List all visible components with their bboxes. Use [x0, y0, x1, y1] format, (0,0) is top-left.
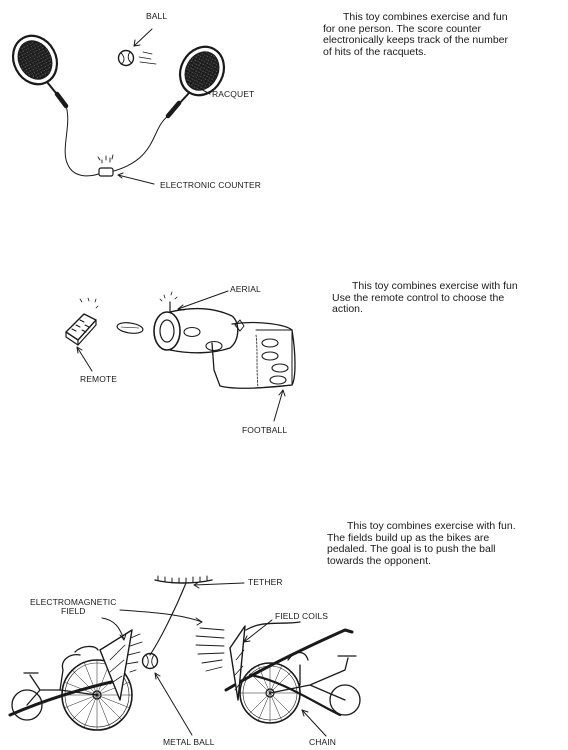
- metal-ball-icon: [141, 652, 159, 670]
- chain-label: CHAIN: [309, 737, 336, 747]
- football-label: FOOTBALL: [242, 425, 288, 435]
- racquet-toy-description: This toy combines exercise and fun for o…: [323, 11, 509, 58]
- electronic-counter-icon: [97, 154, 114, 177]
- racquet-pointer-arrow: [198, 87, 211, 95]
- left-field-lines: [123, 633, 143, 673]
- ball-label: BALL: [146, 11, 168, 21]
- right-racquet-icon: [165, 45, 226, 119]
- tennis-ball-icon: [117, 49, 157, 67]
- chain-pointer-arrow: [301, 709, 327, 737]
- remote-signal-icon: [116, 322, 144, 334]
- counter-pointer-arrow: [117, 174, 155, 185]
- aerial-pointer-arrow: [177, 290, 229, 310]
- right-field-lines: [195, 627, 225, 672]
- tether-label: TETHER: [248, 577, 283, 587]
- field-pointer-arrow: [101, 617, 125, 641]
- football-pointer-arrow: [273, 389, 284, 422]
- metal-ball-label: METAL BALL: [163, 737, 215, 747]
- left-racquet-icon: [11, 34, 69, 109]
- bike-toy-description: This toy combines exercise with fun. The…: [327, 520, 516, 567]
- electromagnetic-field-label: ELECTROMAGNETIC FIELD: [30, 597, 117, 616]
- left-bike-icon: [8, 629, 133, 731]
- electronic-counter-label: ELECTRONIC COUNTER: [160, 180, 261, 190]
- remote-label: REMOTE: [80, 374, 117, 384]
- football-toy-description: This toy combines exercise with fun Use …: [332, 280, 518, 315]
- tether-pointer-arrow: [193, 582, 245, 586]
- right-bike-icon: [224, 621, 361, 724]
- football-launcher-icon: [153, 291, 245, 354]
- cord-right: [109, 115, 169, 173]
- ball-pointer-arrow: [133, 28, 153, 47]
- field-coils-label: FIELD COILS: [275, 611, 329, 621]
- field-pointer-arrow-2: [119, 609, 203, 623]
- coils-pointer-arrow: [243, 619, 273, 643]
- aerial-label: AERIAL: [230, 284, 261, 294]
- football-tray-icon: [211, 321, 296, 389]
- metal-ball-pointer-arrow: [154, 672, 193, 736]
- remote-control-icon: [65, 297, 99, 346]
- tether-support-icon: [149, 575, 213, 656]
- remote-pointer-arrow: [76, 346, 93, 372]
- cord-left: [64, 105, 105, 177]
- racquet-label: RACQUET: [212, 89, 255, 99]
